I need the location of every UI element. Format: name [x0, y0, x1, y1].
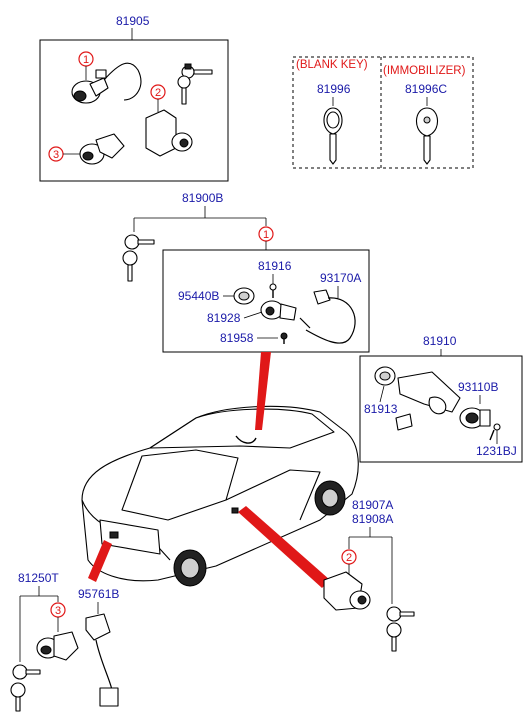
leader-arrow-door: [238, 506, 330, 588]
switch-93110b-icon[interactable]: [459, 407, 491, 429]
label-81916[interactable]: 81916: [258, 259, 292, 273]
kit-81910-group: 81910 81913 93110B 1231BJ: [359, 334, 523, 463]
ignition-cylinder-with-cable[interactable]: [71, 62, 142, 104]
label-81900b[interactable]: 81900B: [182, 191, 223, 205]
trunk-lock-81250t-icon[interactable]: [36, 631, 79, 661]
kit-81907a-group: 81907A 81908A 2: [323, 498, 415, 652]
leader-arrow-trunk: [88, 540, 112, 582]
label-81908a[interactable]: 81908A: [352, 512, 393, 526]
key-set-81250t-icon: [10, 664, 41, 712]
blank-key-icon[interactable]: [323, 107, 343, 165]
label-81958[interactable]: 81958: [220, 331, 254, 345]
kit-81905-box: [39, 39, 229, 182]
label-1231bj[interactable]: 1231BJ: [476, 444, 517, 458]
ring-95440b-icon[interactable]: [233, 287, 255, 305]
label-81928[interactable]: 81928: [207, 311, 241, 325]
immobilizer-key-icon[interactable]: [415, 107, 439, 165]
kit-95761b-group: 95761B: [78, 587, 119, 707]
key-set-81900b-icon: [122, 234, 155, 282]
label-81910[interactable]: 81910: [423, 334, 457, 348]
kit-81250t-group: 81250T 3: [10, 571, 79, 712]
callout-2[interactable]: 2: [155, 87, 161, 99]
label-81905[interactable]: 81905: [116, 14, 150, 28]
kit-81900b-group: 81900B 1 81916 93170A 95440B: [122, 191, 370, 353]
callout-2b[interactable]: 2: [346, 552, 352, 564]
label-95440b[interactable]: 95440B: [178, 289, 219, 303]
callout-1b[interactable]: 1: [263, 229, 269, 241]
cylinder-81928-icon[interactable]: [260, 300, 297, 321]
label-81250t[interactable]: 81250T: [18, 571, 59, 585]
label-93170a[interactable]: 93170A: [320, 271, 361, 285]
housing-81910-icon[interactable]: [374, 366, 461, 431]
actuator-95761b-icon[interactable]: [85, 613, 119, 707]
kit-81905-group: 81905 1 2: [39, 14, 229, 182]
clip-81958-icon[interactable]: [280, 332, 288, 344]
kit-81910-box: [359, 355, 523, 463]
key-pair-icon: [177, 63, 213, 105]
immobilizer-header[interactable]: (IMMOBILIZER): [383, 65, 466, 77]
screw-81916-icon[interactable]: [269, 283, 277, 298]
trunk-lock-cylinder[interactable]: [79, 133, 125, 165]
keys-dashed-box: [292, 56, 474, 169]
callout-3[interactable]: 3: [53, 149, 59, 161]
label-81913[interactable]: 81913: [364, 402, 398, 416]
label-81907a[interactable]: 81907A: [352, 498, 393, 512]
leader-arrow-ignition: [255, 352, 271, 430]
keys-group: (BLANK KEY) (IMMOBILIZER) 81996 81996C: [292, 56, 474, 169]
cable-93170a-icon[interactable]: [299, 289, 356, 344]
screw-1231bj-icon[interactable]: [489, 423, 501, 441]
callout-1[interactable]: 1: [83, 54, 89, 66]
label-93110b[interactable]: 93110B: [458, 380, 498, 394]
leader-arrows: [88, 352, 330, 588]
door-lock-cylinder[interactable]: [145, 109, 193, 157]
label-81996[interactable]: 81996: [317, 82, 351, 96]
label-81996c[interactable]: 81996C: [405, 82, 447, 96]
key-set-81907a-icon: [386, 606, 415, 652]
callout-3b[interactable]: 3: [55, 605, 61, 617]
label-95761b[interactable]: 95761B: [78, 587, 119, 601]
door-lock-81907a-icon[interactable]: [323, 571, 371, 611]
blank-key-header[interactable]: (BLANK KEY): [296, 59, 368, 71]
car-illustration: [81, 405, 359, 587]
